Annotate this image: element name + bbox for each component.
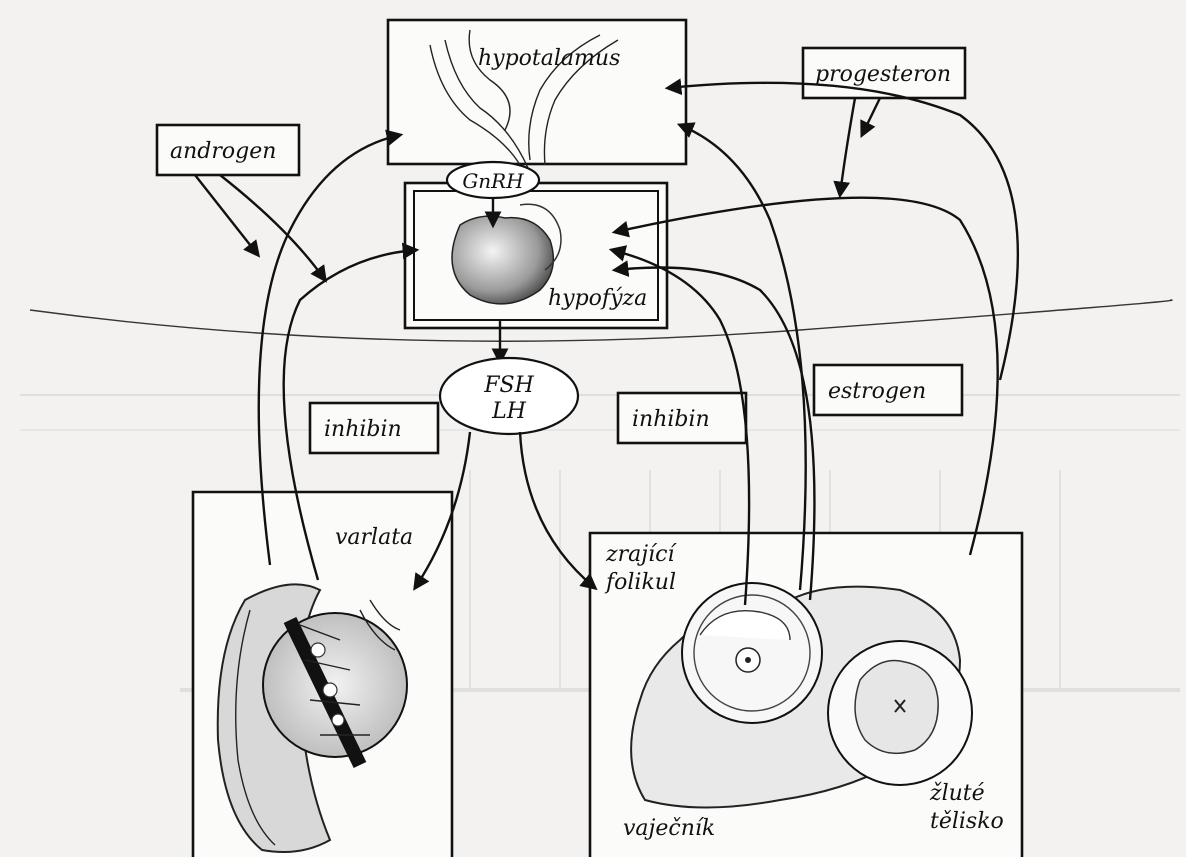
follicle-label-line1: zrající bbox=[605, 542, 677, 567]
inhibin-right-label: inhibin bbox=[632, 407, 710, 432]
gnrh-label: GnRH bbox=[462, 169, 524, 193]
pituitary-label: hypofýza bbox=[548, 286, 647, 311]
inhibin-left-label: inhibin bbox=[324, 417, 402, 442]
testes-label: varlata bbox=[335, 525, 413, 550]
hypothalamus-box bbox=[388, 20, 686, 164]
corpus-luteum-label-line1: žluté bbox=[929, 781, 985, 806]
progesterone-label: progesteron bbox=[815, 62, 951, 87]
ovary-label: vaječník bbox=[623, 816, 715, 841]
fsh-label: FSH bbox=[483, 373, 534, 398]
androgen-label: androgen bbox=[170, 139, 276, 164]
estrogen-label: estrogen bbox=[828, 379, 926, 404]
hypothalamus-label: hypotalamus bbox=[478, 46, 620, 71]
lh-label: LH bbox=[491, 399, 527, 424]
follicle-label-line2: folikul bbox=[604, 570, 676, 595]
corpus-luteum-label-line2: tělisko bbox=[930, 809, 1004, 834]
